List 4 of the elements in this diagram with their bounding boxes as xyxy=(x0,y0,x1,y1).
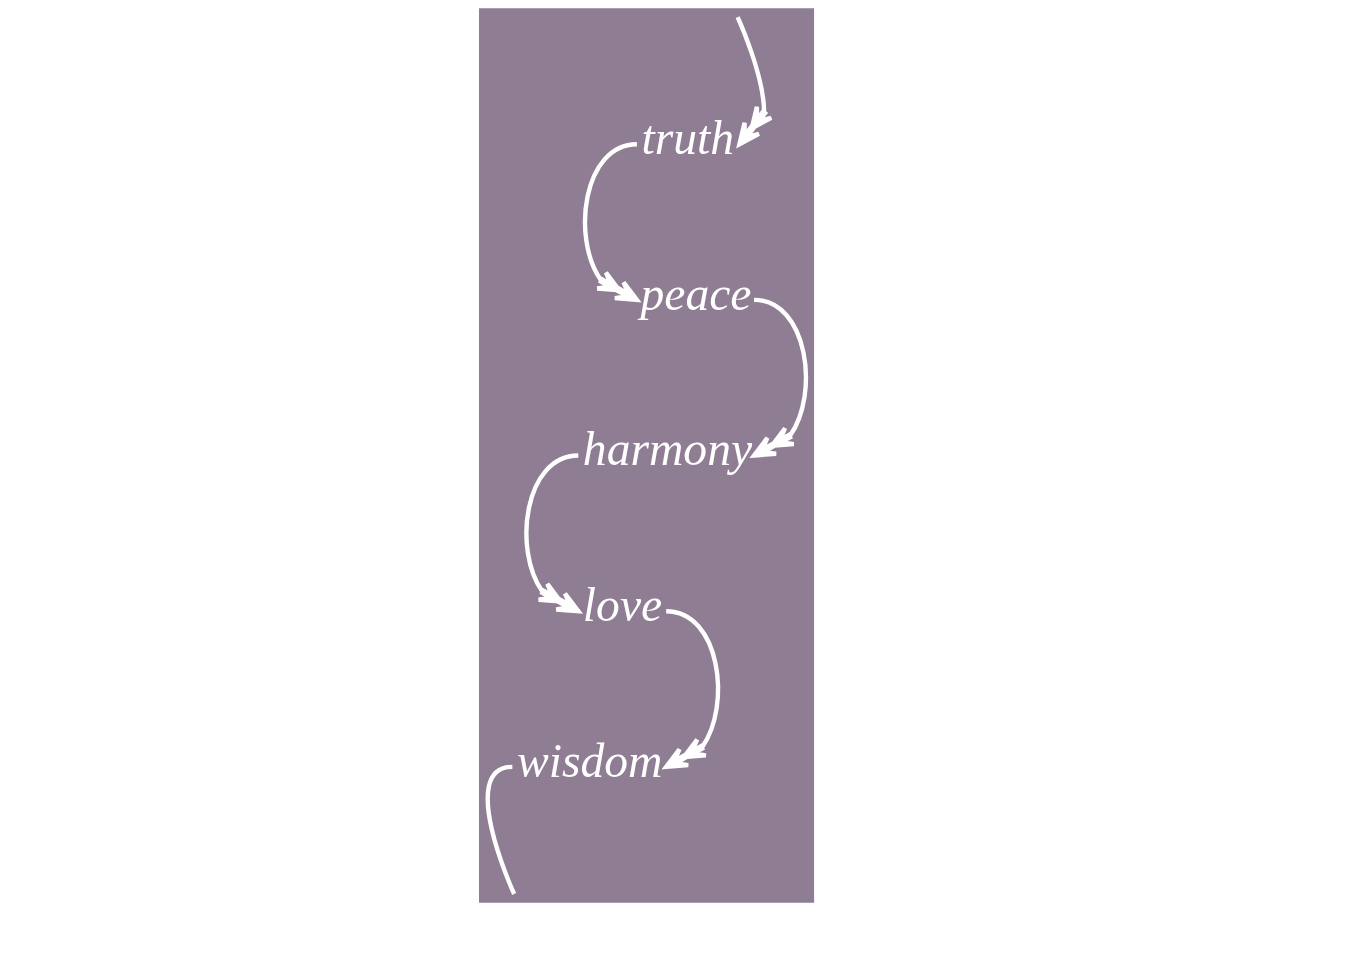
node-text: love xyxy=(582,578,662,631)
node-text: harmony xyxy=(582,423,752,476)
node-text: truth xyxy=(640,111,734,164)
node-text: wisdom xyxy=(516,734,662,787)
